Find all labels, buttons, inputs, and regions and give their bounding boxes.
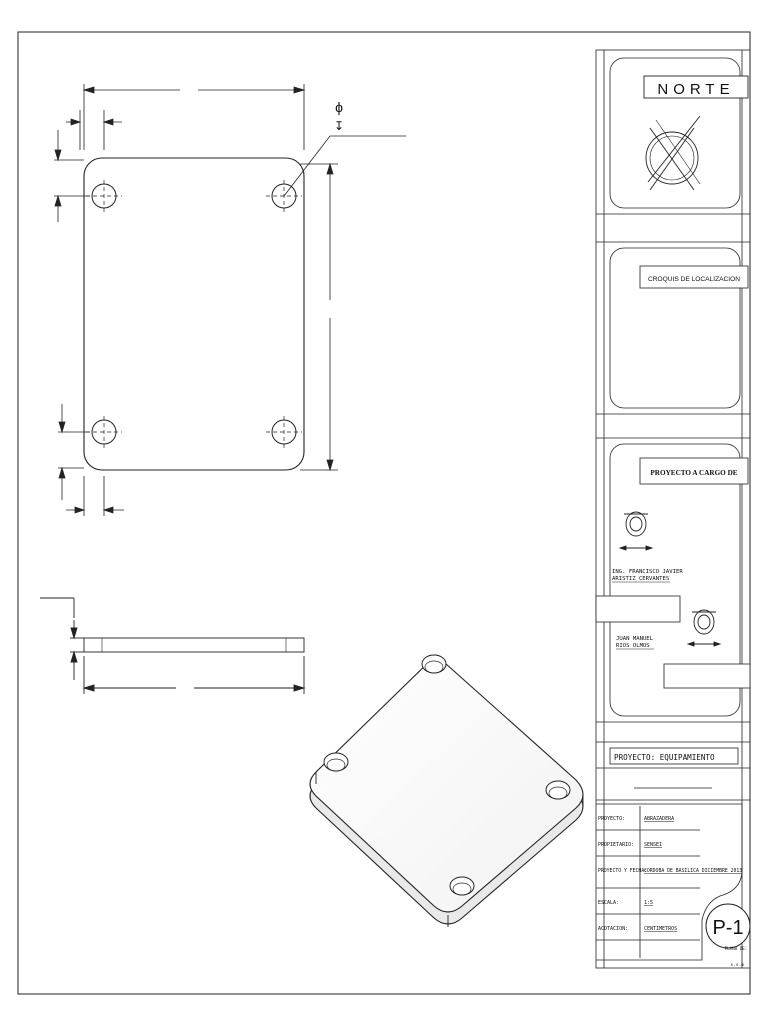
inner-sheet-frame — [595, 49, 751, 969]
row-value: CORDOBA DE BASILICA DICIEMBRE 2013 — [644, 868, 742, 874]
title-block — [596, 50, 750, 968]
row-value: 1:5 — [644, 900, 653, 906]
engineer-surname: ARISTIZ CERVANTES — [612, 576, 669, 582]
info-rows: PROYECTO: ABRAZADERA PROPIETARIO: SENSEI… — [598, 816, 742, 932]
project-charge-label: PROYECTO A CARGO DE — [650, 469, 737, 477]
corner-mark: s.s.m — [730, 963, 744, 968]
hole-top-left — [86, 180, 122, 212]
row-label: PROYECTO Y FECHA: — [598, 868, 647, 874]
croquis-label: CROQUIS DE LOCALIZACION — [648, 276, 740, 283]
north-symbol — [643, 75, 749, 191]
signature-box-left — [595, 595, 681, 623]
sheet-number: P-1 — [712, 917, 743, 939]
institution-logo-icon-2 — [686, 609, 722, 647]
row-label: PROPIETARIO: — [598, 842, 634, 848]
engineer-name: ING. FRANCISCO JAVIER — [612, 569, 683, 575]
depth-symbol: ↧ — [334, 119, 344, 133]
project-charge-box — [639, 457, 749, 485]
plate-top-view — [83, 157, 305, 471]
institution-logo-icon — [618, 511, 654, 551]
drafter-surname: RIOS OLMOS — [616, 643, 650, 649]
hole-bottom-right — [266, 416, 302, 448]
diameter-symbol: ϕ — [335, 99, 343, 115]
row-value: CENTIMETROS — [644, 926, 677, 932]
top-view-dimensions — [54, 84, 406, 516]
plate-side-view — [40, 597, 306, 694]
row-label: ACOTACION: — [598, 926, 628, 932]
row-label: ESCALA: — [598, 900, 619, 906]
sheet-number-circle — [705, 903, 751, 949]
north-label: NORTE — [657, 81, 734, 98]
drafter-name: JUAN MANUEL — [616, 636, 654, 642]
croquis-label-box — [639, 265, 749, 289]
row-value: ABRAZADERA — [644, 816, 674, 822]
sheet-caption: PLANO DE: — [725, 946, 748, 951]
row-label: PROYECTO: — [598, 816, 625, 822]
signature-box-right — [663, 663, 751, 689]
project-title: PROYECTO: EQUIPAMIENTO — [614, 753, 715, 762]
hole-bottom-left — [86, 416, 122, 448]
row-value: SENSEI — [644, 842, 662, 848]
plate-isometric-view — [309, 654, 584, 927]
